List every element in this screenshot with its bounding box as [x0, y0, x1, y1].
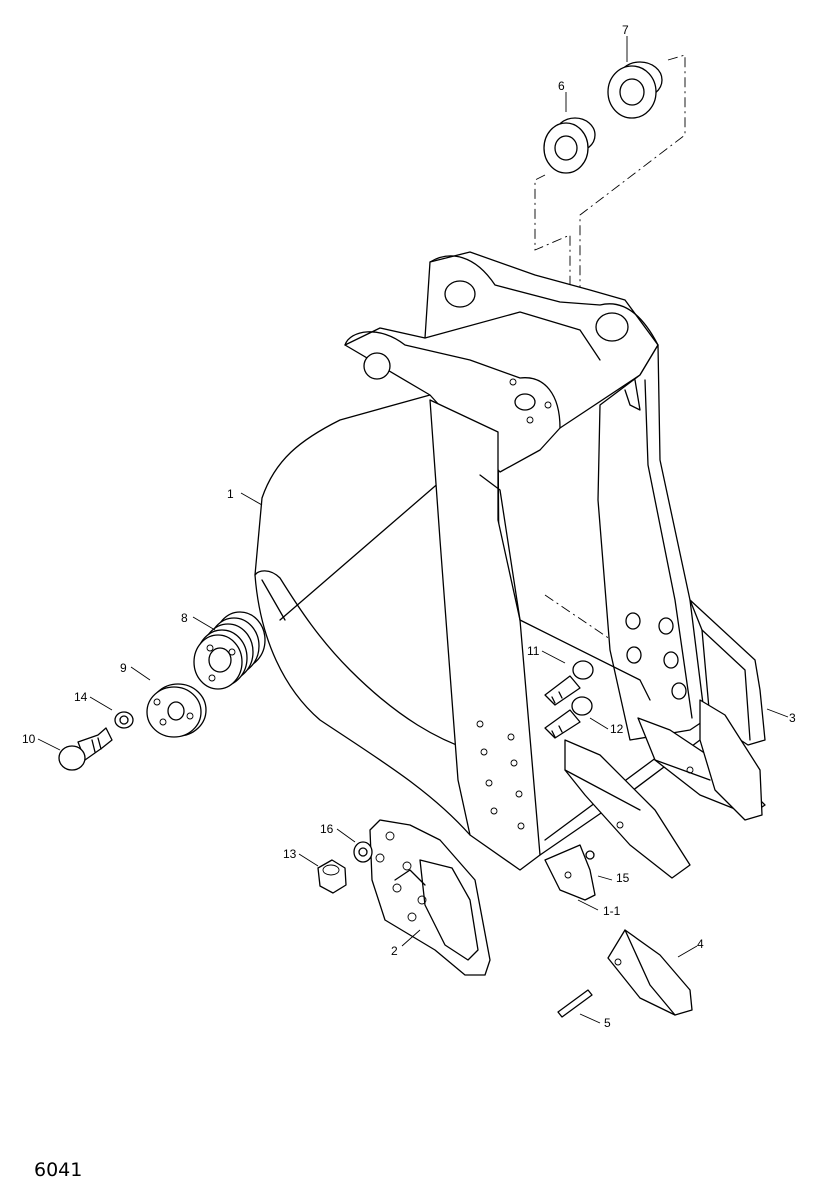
- side-cutter-3: [689, 599, 766, 746]
- plate-9: [146, 683, 207, 738]
- washer-14: [114, 711, 134, 729]
- label-7: 7: [622, 23, 629, 37]
- label-13: 13: [283, 847, 297, 861]
- adapter-1-1: [544, 844, 596, 901]
- label-1-1: 1-1: [603, 904, 621, 918]
- lock-15: [585, 850, 595, 860]
- bushing-6: [543, 117, 596, 174]
- label-10: 10: [22, 732, 36, 746]
- label-leaders: [37, 36, 789, 1024]
- figure-code: 6041: [34, 1159, 82, 1181]
- label-11: 11: [527, 644, 540, 658]
- side-plate-holes: [476, 612, 687, 830]
- label-8: 8: [181, 611, 188, 625]
- assembly-leader-lines: [534, 54, 701, 701]
- bucket-teeth-assembled: [564, 699, 766, 879]
- label-1: 1: [227, 487, 234, 501]
- pin-5: [557, 989, 593, 1018]
- bushing-7: [607, 61, 663, 119]
- washer-16: [353, 841, 373, 863]
- bolt-10: [58, 727, 113, 771]
- label-3: 3: [789, 711, 796, 725]
- nut-13: [317, 859, 347, 894]
- label-2: 2: [391, 944, 398, 958]
- bolt-12: [544, 696, 593, 739]
- bolt-11: [544, 660, 594, 706]
- side-plate-2: [369, 819, 491, 976]
- bucket-body: [254, 251, 706, 871]
- label-6: 6: [558, 79, 565, 93]
- label-15: 15: [616, 871, 630, 885]
- shim-pack-8: [193, 611, 266, 690]
- part-labels: 1 1-1 2 3 4 5 6 7 8 9 10 11 12 13 14 15 …: [22, 23, 796, 1030]
- label-16: 16: [320, 822, 334, 836]
- tooth-4: [607, 929, 693, 1016]
- label-12: 12: [610, 722, 624, 736]
- label-9: 9: [120, 661, 127, 675]
- label-5: 5: [604, 1016, 611, 1030]
- label-14: 14: [74, 690, 88, 704]
- label-4: 4: [697, 937, 704, 951]
